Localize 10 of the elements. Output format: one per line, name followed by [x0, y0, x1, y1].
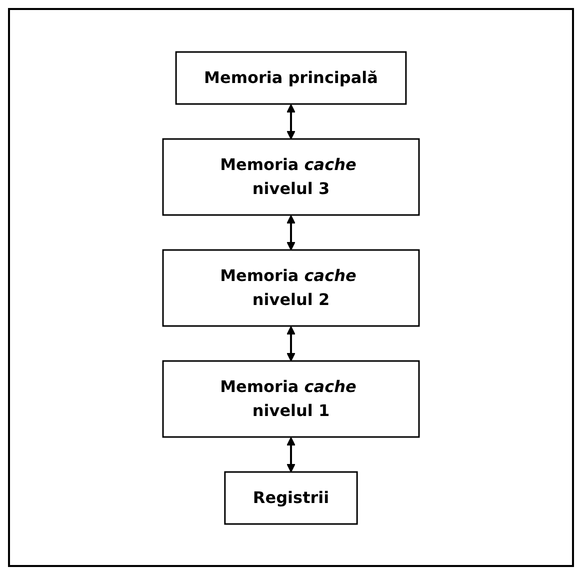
- node-box: [162, 138, 420, 216]
- diagram-frame: Memoria principală Memoria cache nivelul 3 Memoria cache nivelul 2 Memoria cache nivelul 1 Registrii: [8, 8, 574, 567]
- arrow: [286, 104, 296, 139]
- arrow: [286, 214, 296, 250]
- arrow: [286, 326, 296, 361]
- node-box: [224, 470, 358, 524]
- arrow: [286, 436, 296, 472]
- node-box: [175, 50, 407, 104]
- node-box: [162, 360, 420, 438]
- node-box: [162, 248, 420, 326]
